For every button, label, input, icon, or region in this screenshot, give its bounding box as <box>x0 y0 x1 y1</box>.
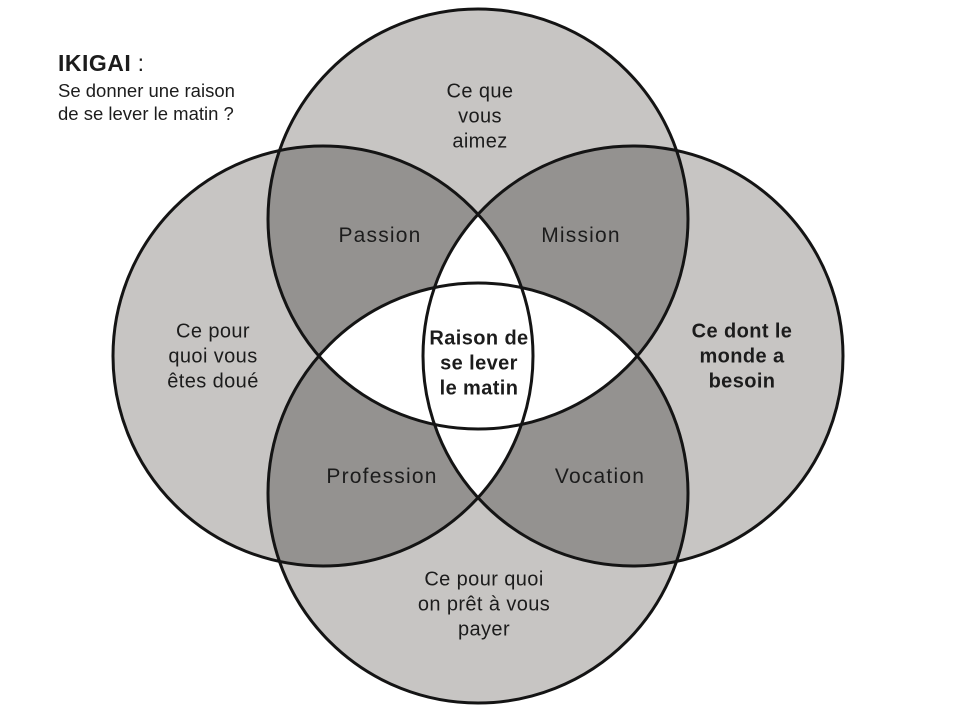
bottom-circle-outline <box>266 281 690 705</box>
profession-label: Profession <box>326 465 438 488</box>
page-subtitle: Se donner une raison de se lever le mati… <box>58 80 235 124</box>
right-circle-label: Ce dont le monde a besoin <box>691 320 793 393</box>
top-circle-outline <box>266 7 690 431</box>
left-circle-outline <box>111 144 535 568</box>
title-word: IKIGAI <box>58 50 132 76</box>
passion-label: Passion <box>338 224 422 247</box>
right-circle-outline <box>421 144 845 568</box>
vocation-label: Vocation <box>554 465 646 488</box>
title-block: IKIGAI : Se donner une raison de se leve… <box>58 50 308 125</box>
title-colon: : <box>131 50 145 76</box>
bottom-circle-label: Ce pour quoi on prêt à vous payer <box>417 568 551 641</box>
top-circle-label: Ce que vous aimez <box>446 80 514 153</box>
center-label: Raison de se lever le matin <box>429 327 529 400</box>
center-region-vertical-lens <box>268 283 688 429</box>
mission-label: Mission <box>541 224 621 247</box>
left-circle-label: Ce pour quoi vous êtes doué <box>167 320 259 393</box>
page-title: IKIGAI : <box>58 50 308 77</box>
